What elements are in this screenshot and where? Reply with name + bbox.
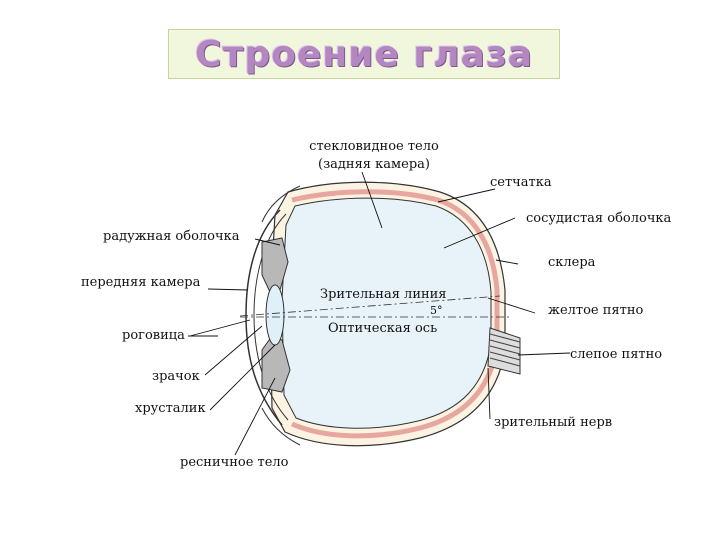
label-visual-line: Зрительная линия — [320, 287, 447, 302]
outer-curve-bottom — [261, 407, 301, 446]
label-retina: сетчатка — [490, 175, 552, 190]
optic-nerve-fibers — [489, 333, 521, 367]
label-pupil: зрачок — [152, 369, 200, 384]
leader-lines — [188, 171, 571, 456]
title-box: Строение глаза — [168, 29, 560, 79]
label-anterior-chamber: передняя камера — [81, 275, 201, 290]
label-macula: желтое пятно — [548, 303, 643, 318]
label-ciliary-body: ресничное тело — [180, 455, 289, 470]
label-lens: хрусталик — [135, 401, 206, 416]
label-angle: 5° — [430, 304, 443, 317]
label-cornea: роговица — [122, 328, 185, 343]
label-optic-nerve: зрительный нерв — [494, 415, 612, 430]
cornea-shape — [245, 209, 283, 426]
label-vitreous-line1: стекловидное тело — [309, 139, 439, 154]
label-optical-axis: Оптическая ось — [328, 321, 437, 336]
choroid-layer — [290, 189, 500, 439]
outer-curve-top — [261, 185, 301, 223]
cornea-inner — [253, 213, 289, 421]
label-blind-spot: слепое пятно — [570, 347, 662, 362]
lens-shape — [265, 284, 285, 346]
label-choroid: сосудистая оболочка — [526, 211, 672, 226]
visual-line-axis — [239, 295, 501, 317]
vitreous-body — [281, 197, 492, 429]
label-sclera: склера — [548, 255, 596, 270]
label-vitreous-line2: (задняя камера) — [318, 157, 430, 172]
label-iris: радужная оболочка — [103, 229, 240, 244]
page-title: Строение глаза — [195, 33, 533, 75]
